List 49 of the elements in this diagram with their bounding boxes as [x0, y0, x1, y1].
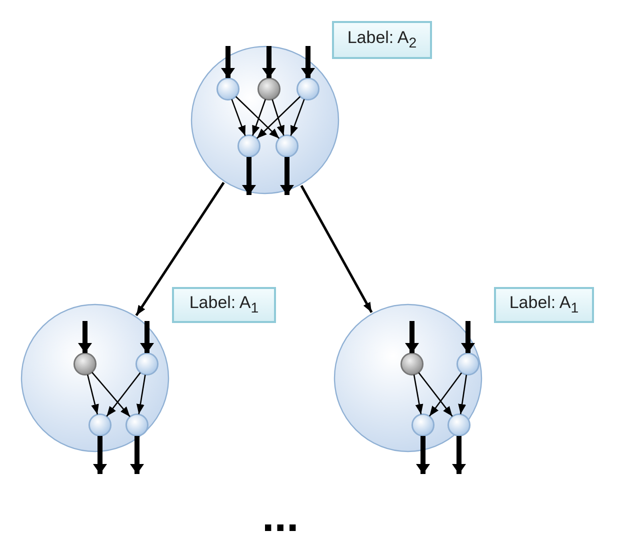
unit-circle: [297, 78, 319, 100]
unit-circle: [217, 78, 239, 100]
arrow: [262, 46, 276, 78]
arrow: [413, 374, 424, 414]
arrow: [418, 372, 453, 417]
label-box: Label: A$_{1}$: [494, 287, 594, 323]
arrow: [280, 157, 294, 195]
unit-circle: [412, 414, 434, 436]
arrow: [93, 436, 107, 474]
arrow: [78, 321, 92, 353]
arrow: [458, 374, 468, 414]
arrow: [256, 96, 301, 139]
shaded-unit-circle: [74, 353, 96, 375]
unit-circle: [448, 414, 470, 436]
arrow: [290, 99, 305, 136]
module-circle: [190, 45, 340, 195]
shaded-unit-circle: [401, 353, 423, 375]
arrow: [136, 374, 146, 414]
arrow: [461, 321, 475, 353]
arrow: [405, 321, 419, 353]
arrow: [135, 182, 225, 316]
module-circle: [333, 303, 483, 453]
label-box: Label: A$_{1}$: [172, 287, 276, 323]
unit-circle: [238, 135, 260, 157]
arrow: [416, 436, 430, 474]
unit-circle: [126, 414, 148, 436]
unit-circle: [89, 414, 111, 436]
module-circle: [20, 303, 170, 453]
unit-circle: [276, 135, 298, 157]
arrow: [92, 372, 130, 418]
arrow: [231, 99, 246, 136]
arrow: [301, 46, 315, 78]
ellipsis: ...: [262, 495, 299, 539]
arrow: [235, 96, 280, 139]
shaded-unit-circle: [258, 78, 280, 100]
arrow: [140, 321, 154, 353]
unit-circle: [136, 353, 158, 375]
arrow: [428, 372, 462, 416]
arrow: [242, 157, 256, 195]
arrow: [272, 99, 284, 136]
arrow: [221, 46, 235, 78]
arrow: [252, 99, 266, 136]
arrow: [300, 185, 373, 313]
arrow: [106, 372, 141, 417]
arrow: [86, 374, 99, 414]
unit-circle: [457, 353, 479, 375]
arrow: [130, 436, 144, 474]
arrow: [452, 436, 466, 474]
label-box: Label: A$_{2}$: [332, 21, 432, 59]
